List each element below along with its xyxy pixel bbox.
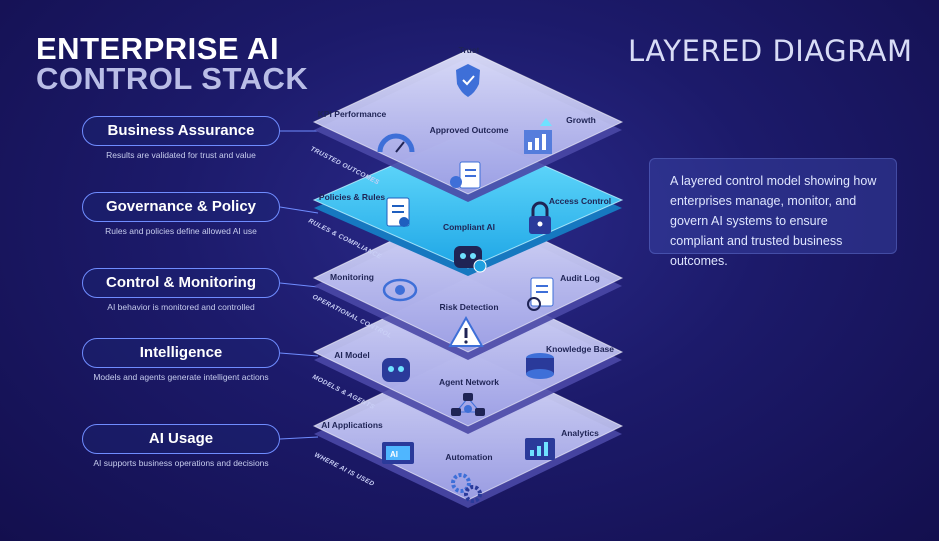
layer-caption-control-monitoring: AI behavior is monitored and controlled: [107, 302, 255, 312]
layer-pill-ai-usage: AI Usage: [82, 424, 280, 454]
item-label-automation: Automation: [445, 452, 492, 462]
item-label-agent-network: Agent Network: [439, 377, 499, 387]
shield-icon: [456, 64, 480, 97]
robot-chip-icon: [454, 246, 487, 273]
ai-model-robot-icon: [382, 358, 410, 382]
item-label-kpi-performance-text: KPI Performance: [318, 109, 387, 119]
item-label-ai-applications: AI Applications: [321, 420, 383, 430]
item-label-compliant-ai: Compliant AI: [443, 222, 495, 232]
eye-monitor-icon: [382, 278, 418, 302]
audit-log-icon: [527, 277, 554, 311]
layer-caption-business-assurance: Results are validated for trust and valu…: [106, 150, 256, 160]
item-label-knowledge-base: Knowledge Base: [546, 344, 614, 354]
page-title: ENTERPRISE AI CONTROL STACK: [36, 31, 309, 96]
item-label-trust: Trust: [459, 45, 480, 55]
item-label-growth: Growth: [566, 115, 596, 125]
agent-network-icon: [451, 393, 485, 416]
layer-pill-governance-policy: Governance & Policy: [82, 192, 280, 222]
plate-business-assurance: [312, 49, 624, 202]
item-label-ai-model: AI Model: [334, 350, 369, 360]
svg-text:AI: AI: [390, 450, 398, 459]
layer-caption-governance-policy: Rules and policies define allowed AI use: [105, 226, 257, 236]
warning-icon: [448, 315, 484, 347]
layer-pill-control-monitoring: Control & Monitoring: [82, 268, 280, 298]
item-label-kpi-performance: KPI Performance: [318, 109, 387, 119]
layer-caption-ai-usage: AI supports business operations and deci…: [93, 458, 269, 468]
title-line-1: ENTERPRISE AI: [36, 31, 280, 66]
growth-chart-icon: [524, 118, 552, 154]
item-label-analytics: Analytics: [561, 428, 599, 438]
item-label-access-control: Access Control: [549, 196, 611, 206]
layer-pill-intelligence: Intelligence: [82, 338, 280, 368]
description-box: A layered control model showing how ente…: [649, 158, 897, 268]
knowledge-base-icon: [526, 353, 554, 379]
lock-icon: [529, 201, 551, 234]
item-label-approved-outcome: Approved Outcome: [430, 125, 509, 135]
title-line-2: CONTROL STACK: [36, 61, 309, 96]
connector-lines: [279, 130, 319, 440]
layer-caption-intelligence: Models and agents generate intelligent a…: [93, 372, 269, 382]
automation-gears-icon: [451, 473, 482, 503]
gauge-icon: [377, 133, 415, 153]
item-label-monitoring: Monitoring: [330, 272, 374, 282]
item-label-policies-rules: Policies & Rules: [319, 192, 385, 202]
analytics-icon: [525, 438, 555, 460]
page-subtitle: LAYERED DIAGRAM: [628, 34, 913, 68]
layer-pill-business-assurance: Business Assurance: [82, 116, 280, 146]
approved-document-icon: [450, 161, 481, 189]
item-label-audit-log: Audit Log: [560, 273, 600, 283]
item-label-risk-detection: Risk Detection: [439, 302, 498, 312]
policy-document-icon: [386, 197, 410, 227]
ai-applications-icon: AI: [382, 442, 414, 464]
